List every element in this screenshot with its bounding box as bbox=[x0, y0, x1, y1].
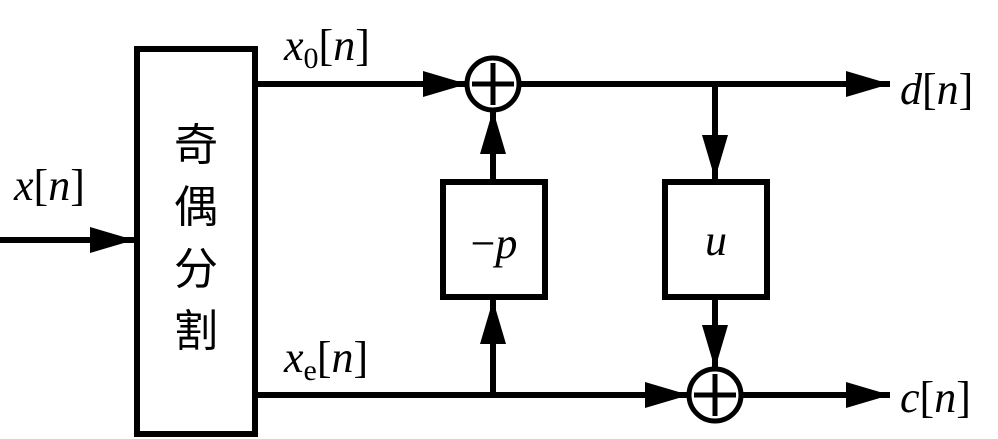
odd-signal-label: x0[n] bbox=[283, 21, 370, 75]
even-signal-label: xe[n] bbox=[283, 333, 368, 387]
input-label: x[n] bbox=[13, 161, 85, 210]
update-label: u bbox=[705, 216, 727, 265]
split-label-char-4: 割 bbox=[174, 306, 218, 357]
predict-label: −p bbox=[471, 219, 518, 268]
detail-output-label: d[n] bbox=[900, 65, 973, 114]
split-label-char-1: 奇 bbox=[174, 120, 218, 171]
update-block bbox=[662, 179, 770, 300]
split-label-char-2: 偶 bbox=[174, 182, 218, 233]
coarse-output-label: c[n] bbox=[900, 373, 971, 422]
split-block bbox=[134, 46, 258, 437]
split-label-char-3: 分 bbox=[174, 244, 218, 295]
